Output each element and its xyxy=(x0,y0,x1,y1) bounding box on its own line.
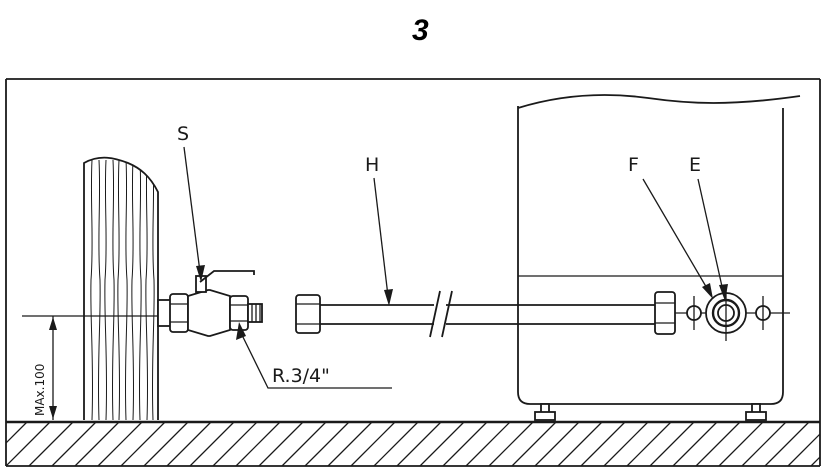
wall-post xyxy=(83,156,159,420)
callout-f: F xyxy=(628,154,713,299)
inlet-fitting xyxy=(675,285,790,341)
dimension-label: MAx.100 xyxy=(33,364,47,416)
floor xyxy=(6,420,820,467)
appliance-cabinet xyxy=(517,94,801,421)
flexible-hose xyxy=(295,290,676,338)
dimension-max-100: MAx.100 xyxy=(22,315,168,420)
label-s: S xyxy=(177,123,189,145)
ball-valve xyxy=(157,270,263,337)
floor-hatching xyxy=(6,422,820,466)
callout-e: E xyxy=(689,154,728,301)
frame xyxy=(5,78,821,466)
label-f: F xyxy=(628,154,639,176)
label-h: H xyxy=(365,154,379,176)
callout-h: H xyxy=(365,154,393,306)
label-e: E xyxy=(689,154,701,176)
callout-s: S xyxy=(177,123,205,282)
label-thread: R.3/4" xyxy=(272,365,330,387)
figure-number: 3 xyxy=(412,14,429,47)
appliance-feet xyxy=(534,403,767,421)
wall-grain xyxy=(90,159,155,420)
callout-thread: R.3/4" xyxy=(236,322,392,389)
